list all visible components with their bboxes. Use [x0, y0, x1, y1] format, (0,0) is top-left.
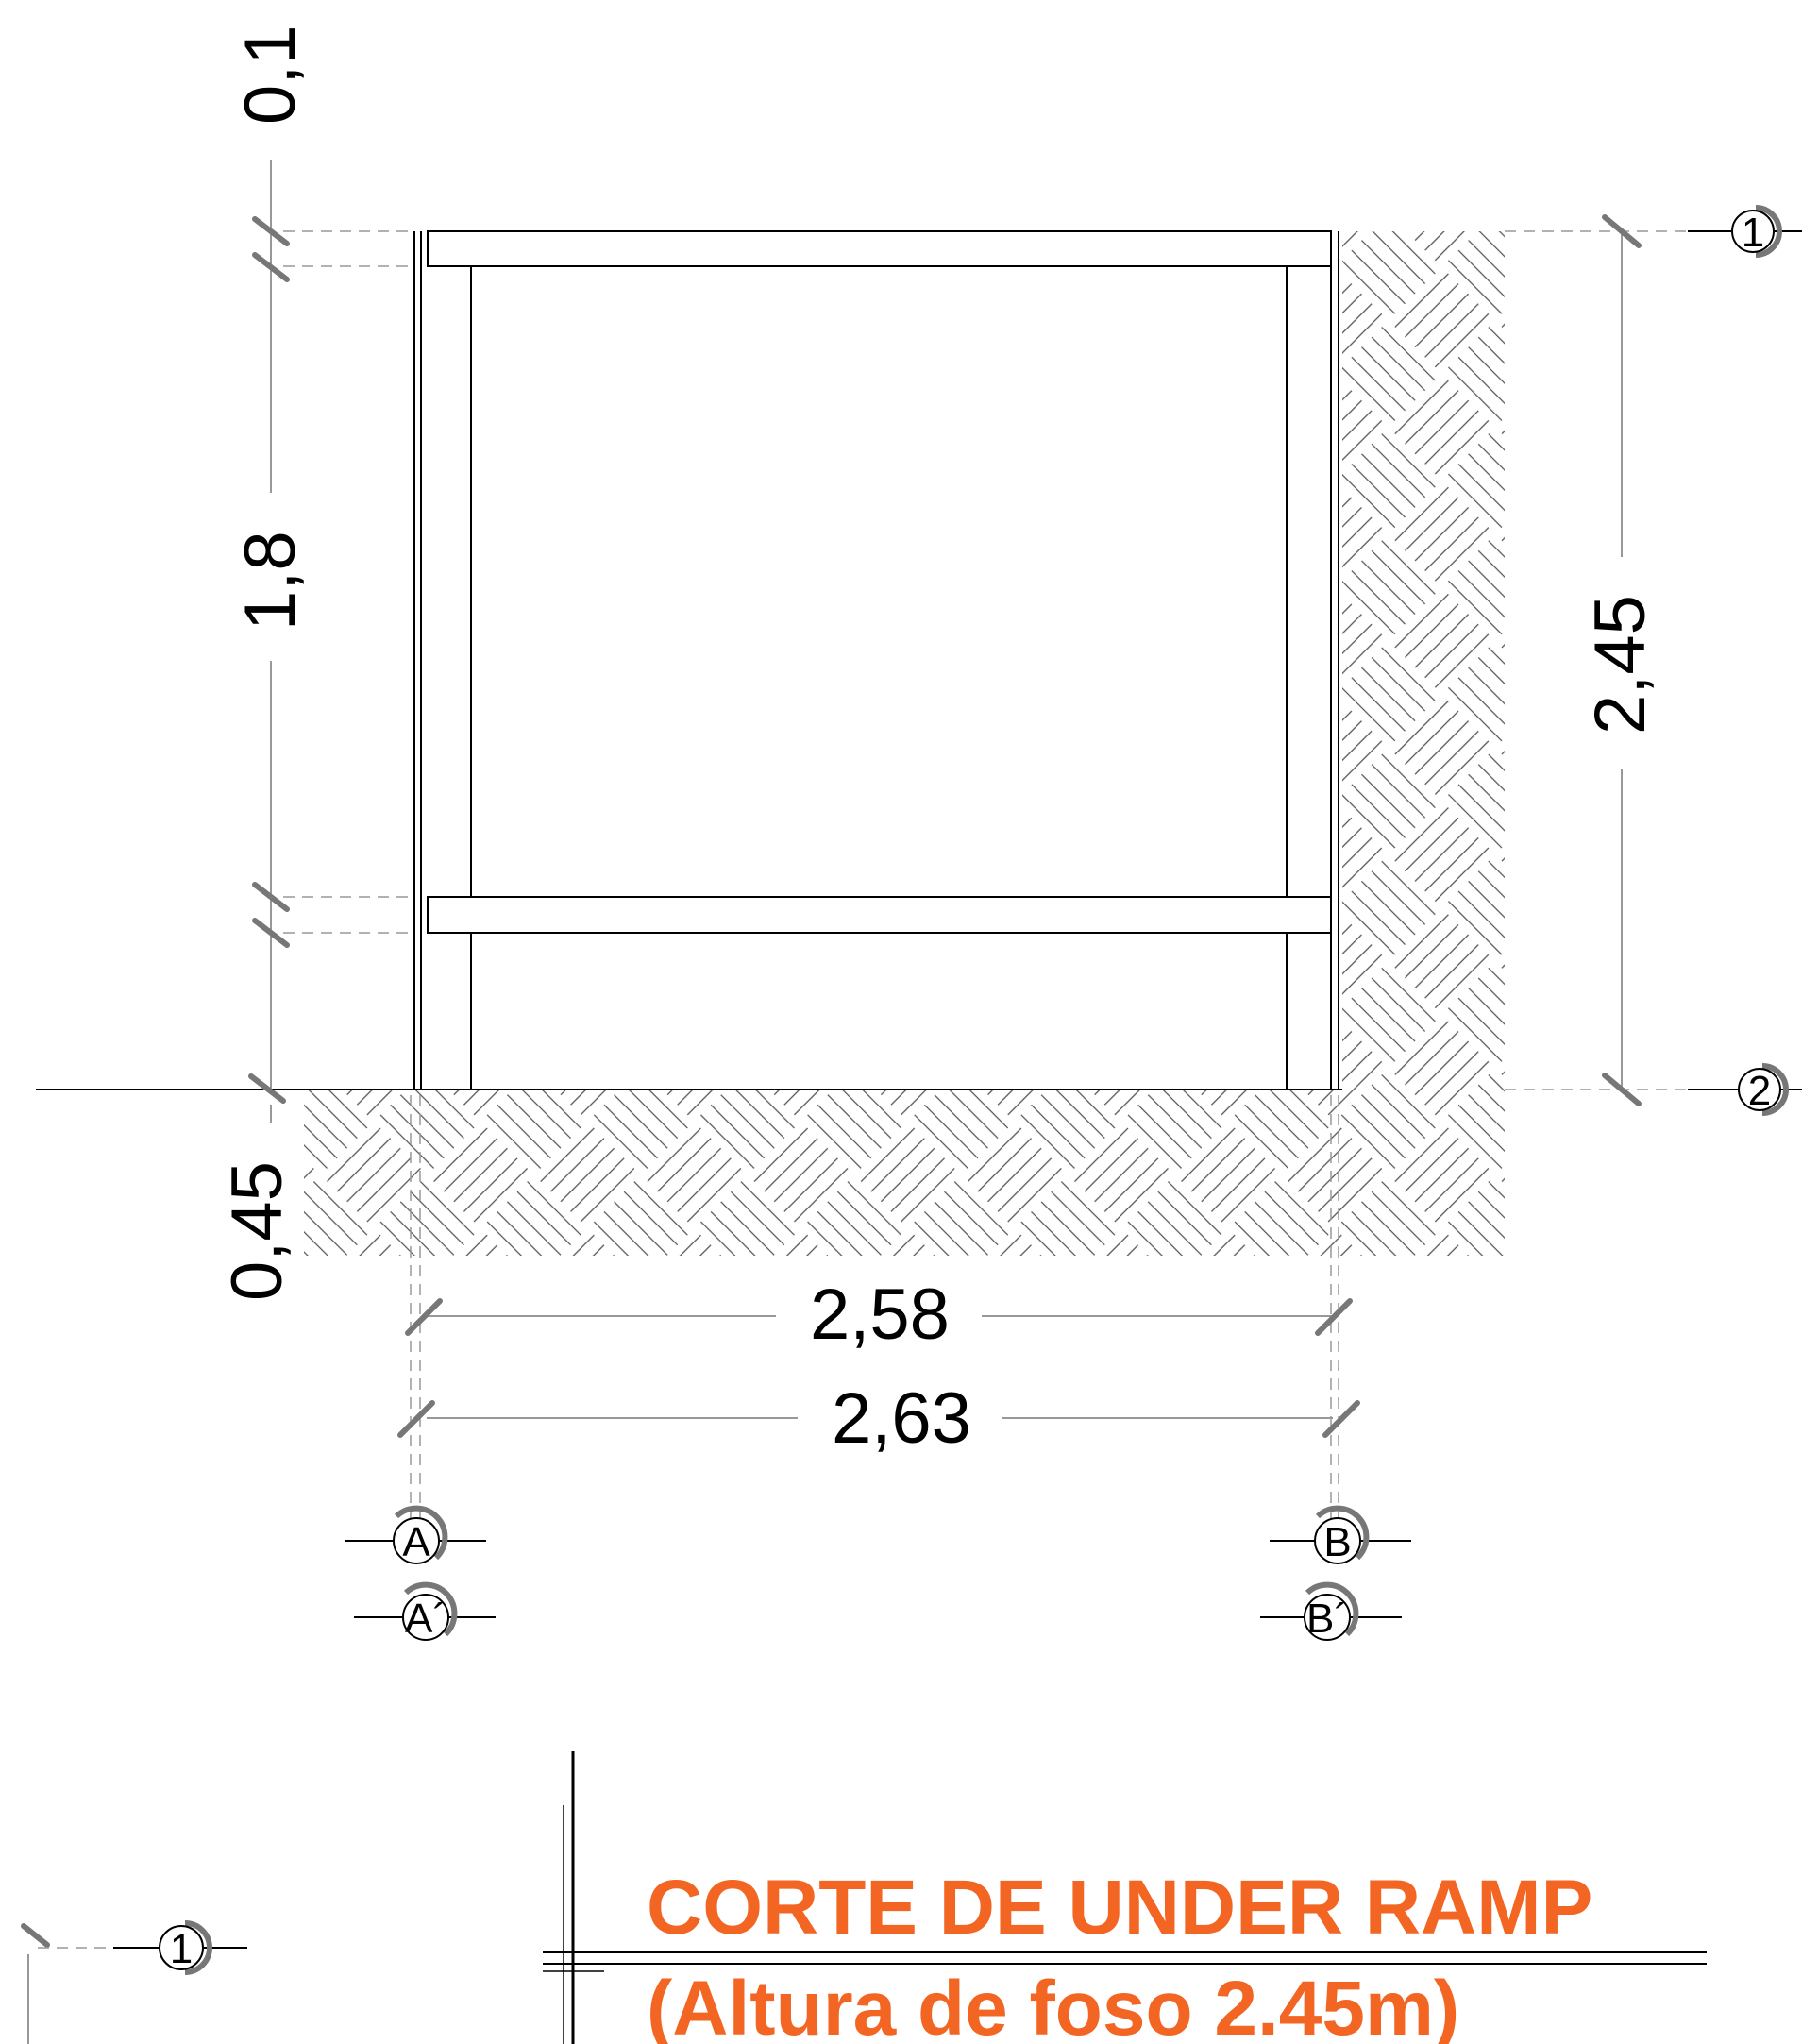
title-main: CORTE DE UNDER RAMP — [647, 1865, 1592, 1951]
axis-marker-a-label: A — [402, 1519, 430, 1565]
level-marker-2-label: 2 — [1748, 1068, 1771, 1114]
soil-hatch-bottom — [304, 1090, 1505, 1256]
level-marker-1: 1 — [1688, 205, 1802, 258]
dim-outer-width: 2,63 — [832, 1378, 971, 1459]
legend-level-marker: 1 — [21, 1920, 247, 2044]
axis-marker-b-prime: B´ — [1260, 1581, 1402, 1642]
title-subtitle: (Altura de foso 2.45m) — [647, 1966, 1459, 2044]
middle-beam — [427, 896, 1332, 934]
dim-total-height: 2,45 — [1580, 595, 1660, 735]
level-marker-2: 2 — [1688, 1063, 1802, 1116]
dim-pit-depth: 0,45 — [217, 1161, 297, 1301]
legend-level-marker-label: 1 — [170, 1926, 193, 1972]
axis-marker-a-prime: A´ — [354, 1581, 496, 1642]
axis-marker-b: B — [1270, 1505, 1411, 1565]
title-block-lines — [543, 1751, 1707, 2044]
axis-marker-a: A — [345, 1505, 486, 1565]
dim-inner-width: 2,58 — [810, 1275, 950, 1355]
right-dimension — [1505, 214, 1718, 1106]
soil-hatch-right — [1342, 231, 1505, 1256]
axis-marker-a-prime-label: A´ — [405, 1596, 446, 1642]
dim-wall-height: 1,8 — [230, 531, 311, 631]
structure — [413, 230, 1339, 1090]
level-marker-1-label: 1 — [1742, 210, 1764, 256]
dim-top-slab: 0,1 — [230, 25, 311, 125]
bottom-dimensions — [397, 1095, 1360, 1567]
axis-marker-b-prime-label: B´ — [1306, 1596, 1348, 1642]
top-slab — [427, 230, 1332, 267]
left-dimension-chain — [248, 160, 412, 1123]
axis-marker-b-label: B — [1323, 1519, 1351, 1565]
